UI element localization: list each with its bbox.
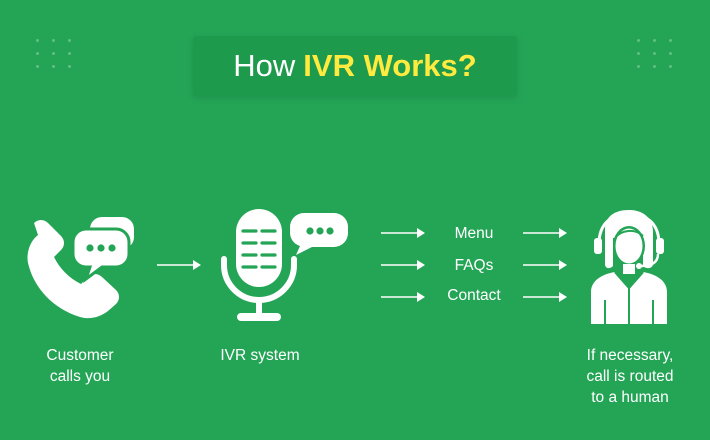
caption-line: IVR system	[220, 347, 300, 364]
caption-line: If necessary,	[586, 347, 674, 364]
arrow-right-icon	[523, 292, 567, 302]
dot-grid-right	[637, 39, 677, 79]
option-contact: Contact	[447, 287, 501, 304]
option-menu: Menu	[454, 225, 494, 242]
arrow-right-icon	[523, 228, 567, 238]
caption-line: to a human	[591, 389, 669, 406]
option-faqs: FAQs	[454, 257, 494, 274]
arrow-right-icon	[381, 292, 425, 302]
step-caption-agent: If necessary, call is routed to a human	[565, 345, 695, 408]
title-plain: How	[233, 48, 296, 83]
microphone-chat-icon	[221, 209, 348, 321]
step-caption-customer: Customer calls you	[20, 345, 140, 387]
arrow-right-icon	[381, 260, 425, 270]
dot-grid-left	[36, 39, 76, 79]
arrow-right-icon	[381, 228, 425, 238]
caption-line: call is routed	[586, 368, 674, 385]
arrow-right-icon	[523, 260, 567, 270]
phone-chat-icon	[27, 217, 134, 319]
caption-line: calls you	[49, 368, 111, 385]
title-accent: IVR Works?	[303, 48, 477, 83]
caption-line: Customer	[46, 347, 114, 364]
arrow-right-icon	[157, 260, 201, 270]
step-caption-ivr: IVR system	[200, 345, 320, 366]
title-banner: How IVR Works?	[193, 36, 517, 96]
agent-headset-icon	[591, 210, 667, 324]
